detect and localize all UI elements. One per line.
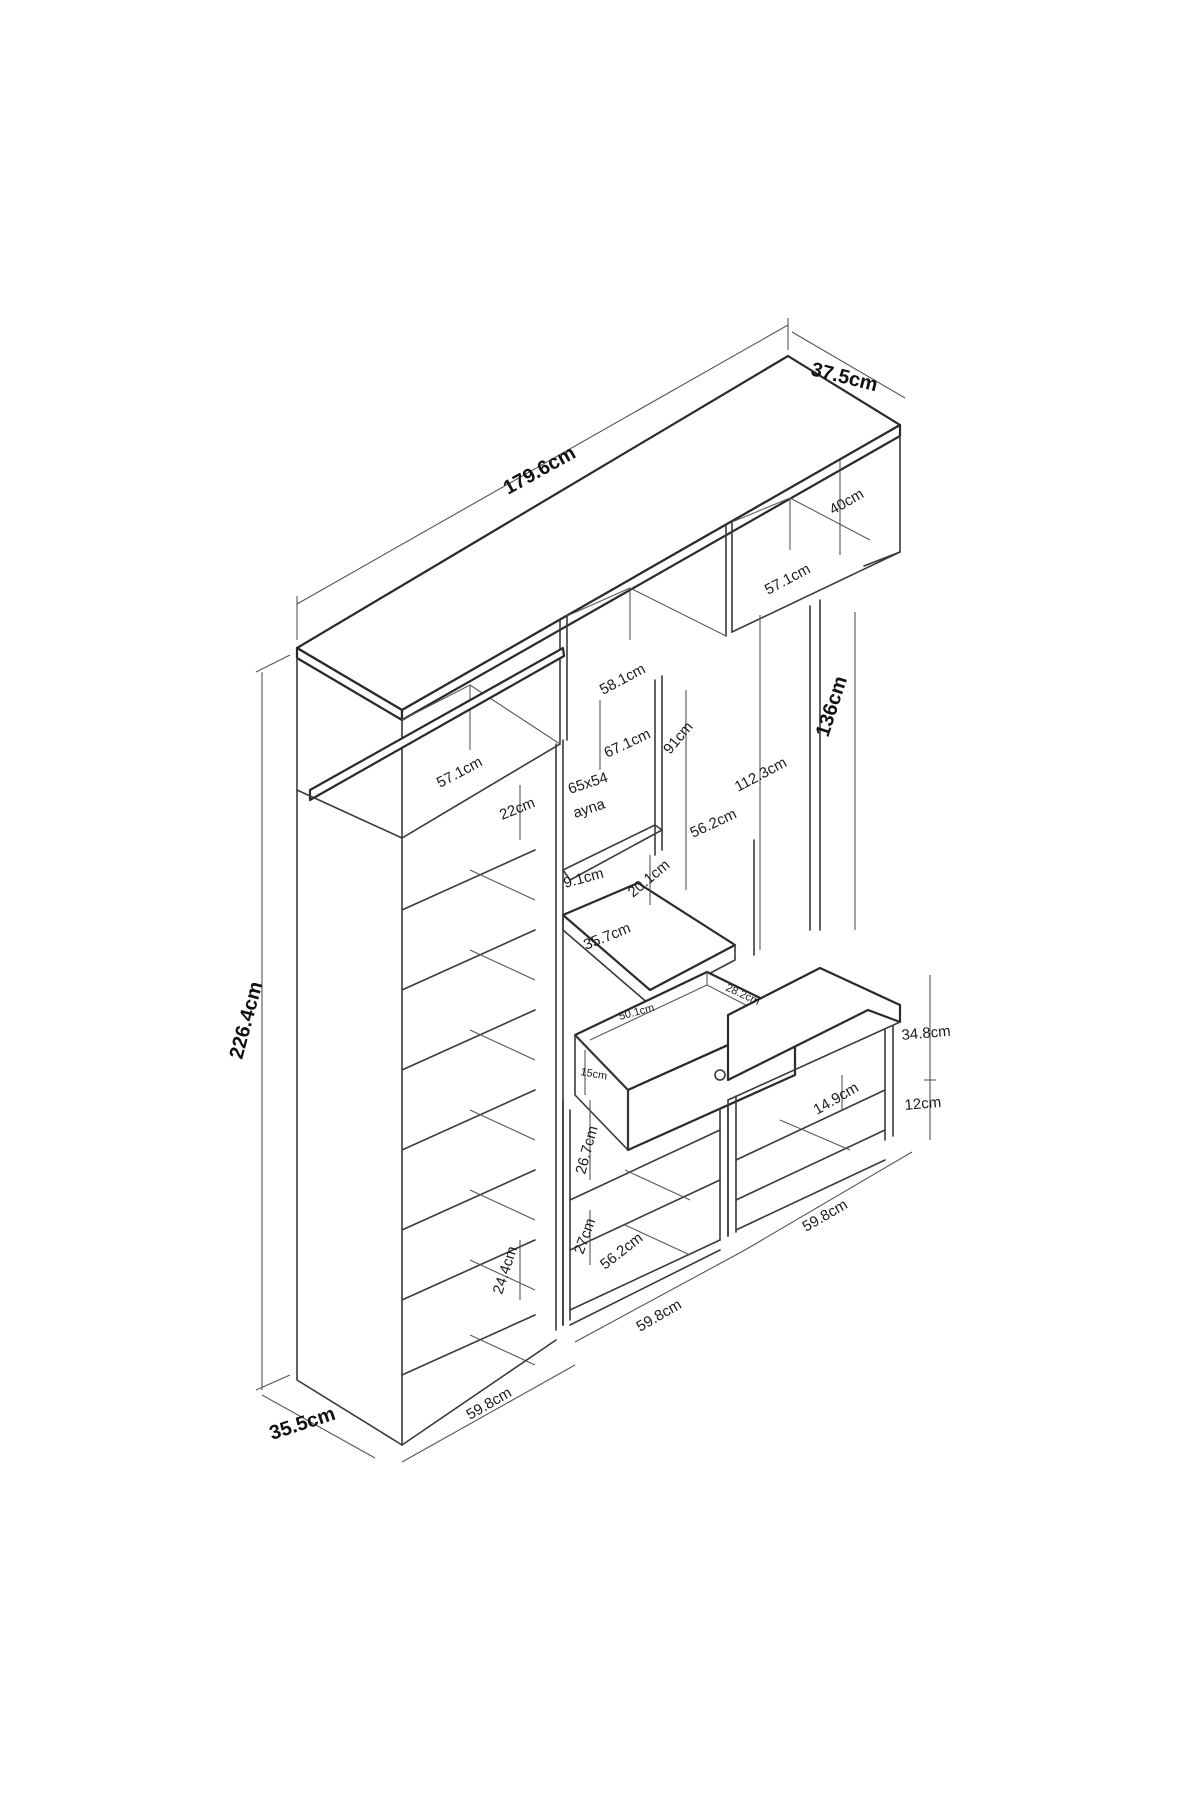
middle-bottom-height-label: 27cm	[571, 1216, 600, 1256]
drawer-knob-icon	[714, 1069, 726, 1081]
left-bottom-height-label: 24.4cm	[490, 1244, 521, 1296]
dimension-lines	[255, 318, 936, 1463]
right-cabinet-height-label: 34.8cm	[901, 1023, 951, 1044]
mirror-size-label: 65x54	[566, 769, 610, 798]
top-shelf-left-width-label: 57.1cm	[434, 753, 485, 791]
left-top-compartment-height-label: 22cm	[497, 794, 537, 824]
drawer-height-label: 15cm	[579, 1066, 608, 1082]
mirror-height-label: 67.1cm	[602, 725, 654, 761]
overall-height-label: 226.4cm	[226, 979, 268, 1061]
middle-shelf-width-label: 56.2cm	[688, 805, 740, 841]
small-gap-label: 9.1cm	[562, 865, 606, 892]
top-shelf-middle-width-label: 58.1cm	[597, 660, 648, 698]
right-section	[726, 599, 902, 1237]
base-middle-width-label: 59.8cm	[634, 1296, 685, 1335]
base-right-width-label: 59.8cm	[800, 1196, 851, 1235]
top-height-right-label: 40cm	[827, 485, 867, 518]
middle-bottom-width-label: 56.2cm	[597, 1229, 646, 1273]
mirror-word-label: ayna	[571, 795, 608, 821]
top-shelf-right-width-label: 57.1cm	[762, 560, 813, 598]
middle-lower-height-label: 26.7cm	[572, 1124, 601, 1176]
right-open-height-label: 112.3cm	[732, 754, 790, 795]
right-lower-height-label: 12cm	[904, 1094, 942, 1114]
middle-open-height-label: 91cm	[660, 719, 697, 758]
top-hutch	[295, 354, 902, 839]
base-left-width-label: 59.8cm	[464, 1384, 515, 1423]
left-tall-cabinet	[296, 646, 566, 1446]
base-depth-label: 35.5cm	[267, 1403, 338, 1445]
right-panel-height-label: 136cm	[812, 674, 852, 740]
